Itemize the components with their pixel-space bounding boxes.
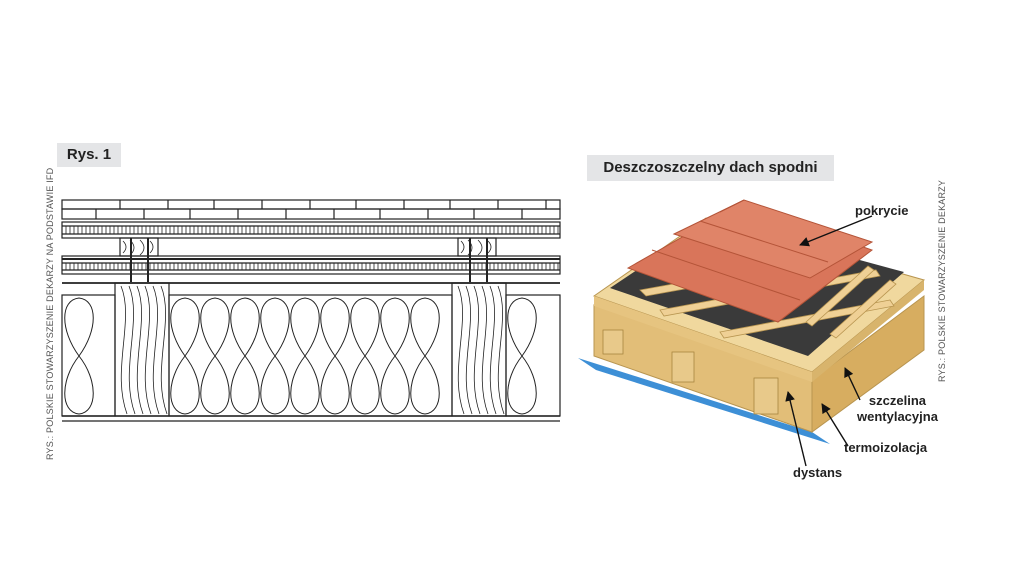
- top-board-edge: [594, 296, 812, 382]
- arrow-pokrycie: [799, 215, 873, 247]
- tile-row-second: [61, 208, 561, 220]
- tile-joints-second: [95, 209, 523, 219]
- top-board-side: [812, 280, 924, 382]
- distance-blocks: [602, 329, 779, 415]
- insulation-left: [61, 294, 116, 417]
- arrow-szczelina: [844, 367, 861, 401]
- tile-joints-top: [119, 200, 547, 209]
- batten-layer: [61, 221, 561, 239]
- timber-side: [811, 295, 925, 433]
- batten-hatching: [65, 226, 559, 234]
- callout-pokrycie: pokrycie: [855, 203, 909, 218]
- sheathing-layer: [61, 255, 561, 275]
- callout-szczelina-line1: szczelina: [868, 393, 927, 408]
- vapor-layer: [578, 358, 830, 444]
- insulation-middle: [168, 294, 453, 417]
- callout-szczelina-line2: wentylacyjna: [857, 409, 938, 424]
- sheathing-hatching: [65, 263, 559, 270]
- tile-row-top: [61, 199, 561, 210]
- insulation-right: [505, 294, 561, 417]
- callout-dystans: dystans: [793, 465, 843, 480]
- figure-label: Rys. 1: [57, 143, 121, 167]
- roof-3d-illustration: [578, 199, 926, 444]
- insulation-loops: [64, 297, 537, 415]
- callout-szczelina: szczelina wentylacyjna: [857, 393, 938, 425]
- callout-termoizolacja: termoizolacja: [844, 440, 928, 455]
- callout-arrows: [785, 215, 873, 467]
- diagram-title: Deszczoszczelny dach spodni: [587, 155, 834, 181]
- rafter-grain: [120, 285, 505, 415]
- arrow-dystans: [785, 391, 807, 467]
- nails: [130, 238, 488, 282]
- arrow-termoizolacja: [821, 403, 849, 447]
